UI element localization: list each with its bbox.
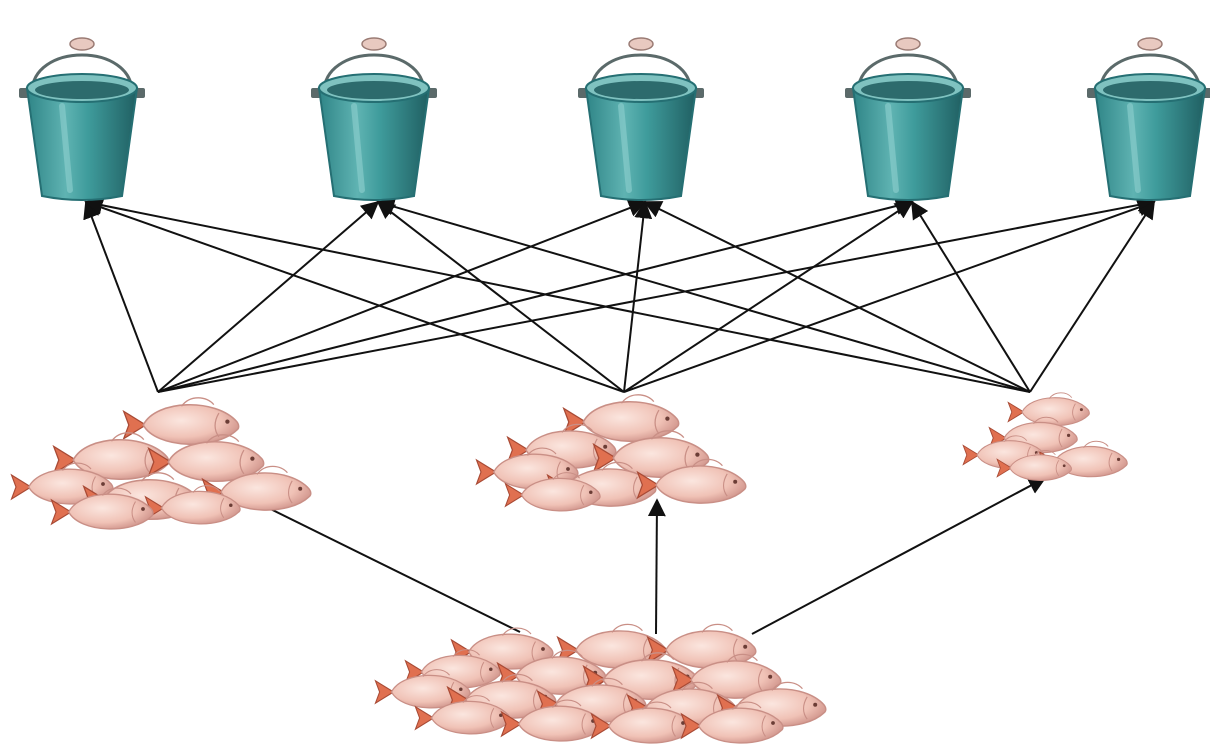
arrow-pile-right-to-bucket-5: [1029, 200, 1155, 393]
arrow-pile-right-to-bucket-4: [911, 200, 1031, 393]
fish-pile-right: [962, 392, 1128, 481]
bucket-body: [584, 87, 698, 201]
bucket-icon-4: [845, 37, 971, 201]
bucket-opening: [35, 81, 129, 99]
fish-icon: [504, 472, 601, 512]
arrow-pile-middle-to-bucket-4: [623, 201, 914, 393]
fish-icon: [147, 434, 265, 482]
fish-icon: [144, 485, 241, 525]
fish-icon: [562, 394, 680, 442]
arrow-pile-left-to-bucket-2: [157, 200, 380, 393]
arrow-pile-left-to-bucket-4: [157, 197, 914, 393]
edges-layer: [83, 196, 1156, 635]
bucket-body: [25, 87, 139, 201]
arrow-pile-left-to-bucket-1: [83, 200, 159, 393]
fish-icon: [50, 487, 154, 530]
fish-icon: [996, 449, 1072, 481]
fish-layer: [10, 392, 1128, 744]
fish-icon: [646, 623, 757, 669]
bucket-body: [851, 87, 965, 201]
bucket-opening: [861, 81, 955, 99]
arrow-pile-middle-to-bucket-5: [623, 198, 1156, 393]
fish-icon: [680, 701, 784, 744]
fish-pile-left: [10, 397, 312, 530]
arrow-pile-left-to-bucket-3: [157, 199, 647, 393]
arrow-pile-left-to-bucket-5: [157, 196, 1156, 393]
arrow-pile-middle-to-bucket-1: [84, 198, 625, 393]
bucket-opening: [327, 81, 421, 99]
bucket-icon-5: [1087, 37, 1210, 201]
bucket-grip: [628, 37, 654, 51]
arrow-pile-right-to-bucket-1: [84, 196, 1031, 393]
buckets-layer: [19, 37, 1210, 201]
bucket-highlight: [618, 103, 632, 193]
bucket-highlight: [1127, 103, 1141, 193]
arrow-pile-source-to-pile-left: [230, 489, 521, 633]
bucket-icon-3: [578, 37, 704, 201]
fish-icon: [122, 397, 240, 445]
fish-pile-middle: [475, 394, 747, 512]
bucket-opening: [594, 81, 688, 99]
bucket-grip: [69, 37, 95, 51]
bucket-opening: [1103, 81, 1197, 99]
fish-icon: [636, 458, 747, 504]
bucket-grip: [895, 37, 921, 51]
bucket-handle: [856, 53, 960, 95]
bucket-handle: [30, 53, 134, 95]
bucket-grip: [1137, 37, 1163, 51]
fish-icon: [671, 653, 782, 699]
fish-icon: [1007, 392, 1090, 427]
bucket-icon-2: [311, 37, 437, 201]
arrow-pile-middle-to-bucket-2: [376, 200, 625, 393]
bucket-grip: [361, 37, 387, 51]
bucket-icon-1: [19, 37, 145, 201]
bucket-highlight: [351, 103, 365, 193]
bucket-handle: [589, 53, 693, 95]
arrow-pile-right-to-bucket-2: [376, 197, 1031, 393]
arrow-pile-source-to-pile-right: [751, 477, 1047, 635]
arrow-pile-middle-to-bucket-3: [623, 200, 653, 393]
bucket-highlight: [885, 103, 899, 193]
bucket-body: [1093, 87, 1207, 201]
bucket-handle: [1098, 53, 1202, 95]
arrow-pile-source-to-pile-middle: [647, 498, 666, 635]
bucket-body: [317, 87, 431, 201]
bucket-handle: [322, 53, 426, 95]
fish-pile-source: [374, 623, 827, 744]
bucket-highlight: [59, 103, 73, 193]
arrow-pile-right-to-bucket-3: [643, 201, 1031, 393]
